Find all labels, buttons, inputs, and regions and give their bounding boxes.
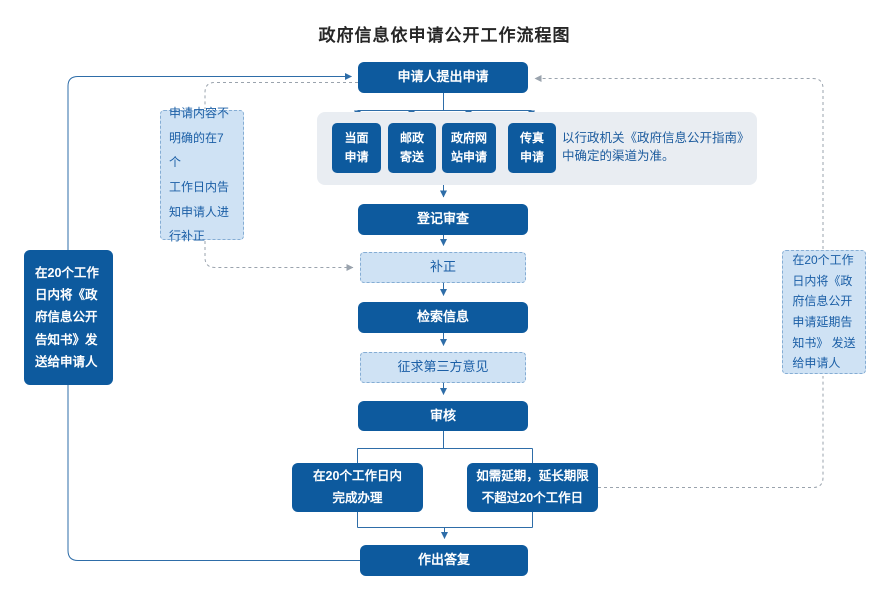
node-review: 审核	[358, 401, 528, 431]
note-extension-notice: 在20个工作 日内将《政 府信息公开 申请延期告 知书》 发送 给申请人	[782, 250, 866, 374]
channel-box-website: 政府网 站申请	[442, 123, 496, 173]
node-applicant-submits: 申请人提出申请	[358, 62, 528, 93]
node-extension: 如需延期，延长期限 不超过20个工作日	[467, 463, 598, 512]
node-correction: 补正	[360, 252, 526, 283]
node-retrieve-info: 检索信息	[358, 302, 528, 333]
channels-note: 以行政机关《政府信息公开指南》 中确定的渠道为准。	[562, 131, 750, 164]
channel-box-in-person: 当面 申请	[332, 123, 381, 173]
node-third-party-opinion: 征求第三方意见	[360, 352, 526, 383]
channel-box-postal: 邮政 寄送	[388, 123, 436, 173]
note-correction-tip: 申请内容不 明确的在7个 工作日内告 知申请人进 行补正	[160, 106, 244, 243]
node-complete-within-20-days: 在20个工作日内 完成办理	[292, 463, 423, 512]
node-registration-review: 登记审查	[358, 204, 528, 235]
channel-box-fax: 传真 申请	[508, 123, 556, 173]
page-title: 政府信息依申请公开工作流程图	[318, 26, 571, 45]
node-make-reply: 作出答复	[360, 545, 528, 576]
note-disclosure-notice: 在20个工作 日内将《政 府信息公开 告知书》发 送给申请人	[24, 250, 113, 385]
